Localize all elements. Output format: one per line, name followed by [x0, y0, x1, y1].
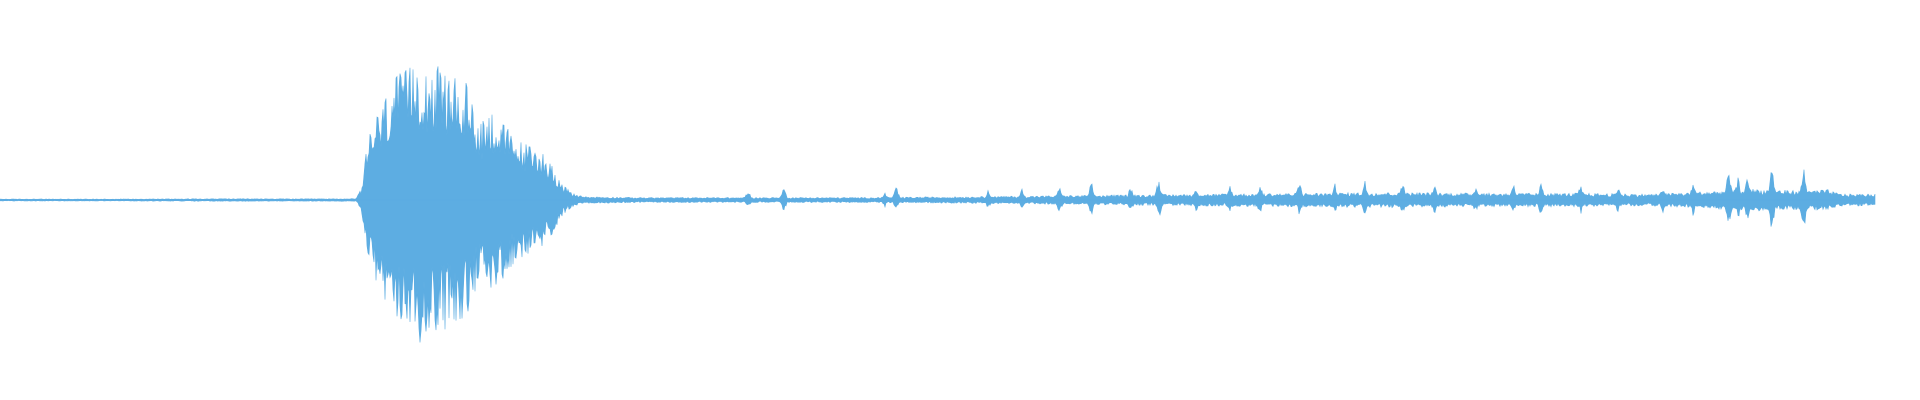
waveform-envelope: [0, 66, 1876, 343]
waveform-shape: [0, 66, 1876, 343]
